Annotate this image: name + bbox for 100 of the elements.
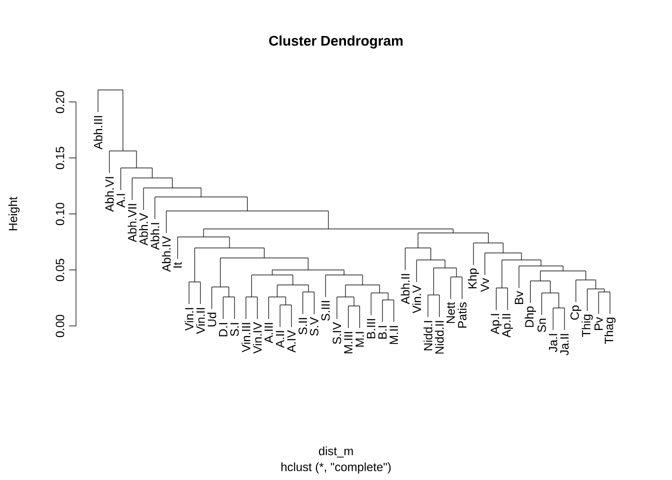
leaf-label: Pv: [594, 317, 603, 330]
branch-line: [521, 252, 522, 260]
branch-line: [222, 296, 224, 320]
branch-line: [507, 288, 508, 310]
leaf-label: S.I: [230, 323, 239, 336]
leaf-label: S.V: [310, 317, 318, 336]
branch-line: [291, 304, 292, 328]
branch-line: [450, 276, 452, 300]
leaf-label: Ja.I: [548, 334, 558, 352]
branch-line: [541, 292, 542, 316]
branch-line: [302, 292, 304, 314]
branch-line: [308, 284, 309, 292]
branch-line: [496, 288, 497, 310]
branch-line: [433, 268, 434, 296]
branch-line: [122, 90, 124, 152]
branch-line: [200, 188, 202, 198]
branch-line: [456, 268, 457, 278]
branch-line: [251, 274, 252, 298]
branch-line: [152, 168, 153, 178]
branch-line: [530, 280, 531, 304]
branch-line: [257, 296, 258, 320]
branch-line: [452, 228, 454, 234]
leaf-label: Ap.I: [490, 314, 502, 334]
leaf-label: Bv: [514, 291, 524, 304]
branch-line: [264, 248, 265, 258]
leaf-label: A.IV: [287, 330, 296, 353]
leaf-label: Nidd.II: [434, 321, 444, 354]
leaf-label: Abh.II: [400, 274, 410, 304]
branch-line: [203, 228, 204, 238]
branch-line: [382, 300, 383, 322]
branch-line: [292, 274, 294, 286]
tick-label: 0.05: [56, 258, 64, 282]
leaf-label: Khp: [468, 268, 480, 288]
leaf-label: M.II: [390, 326, 398, 344]
branch-line: [228, 286, 230, 298]
branch-line: [564, 308, 565, 330]
branch-line: [370, 292, 372, 316]
chart-title: Cluster Dendrogram: [269, 35, 403, 49]
leaf-label: M.III: [344, 332, 352, 354]
branch-line: [276, 284, 278, 298]
branch-line: [598, 292, 599, 314]
leaf-label: Ja.II: [560, 334, 569, 356]
branch-line: [188, 282, 190, 304]
leaf-label: Abh.I: [150, 223, 160, 250]
branch-line: [177, 236, 178, 260]
branch-line: [336, 296, 338, 320]
leaf-label: A.III: [264, 323, 273, 344]
branch-line: [325, 274, 326, 298]
leaf-label: Vin.III: [242, 323, 250, 352]
branch-line: [154, 196, 156, 220]
leaf-label: Vv: [480, 278, 489, 292]
branch-line: [379, 284, 380, 294]
leaf-label: Thag: [604, 318, 616, 344]
tick-label: 0.10: [56, 202, 64, 226]
branch-line: [540, 270, 541, 282]
branch-line: [444, 260, 446, 268]
leaf-label: Vin.I: [184, 308, 194, 331]
branch-line: [120, 168, 122, 190]
branch-line: [220, 258, 221, 288]
branch-line: [166, 210, 167, 234]
branch-line: [194, 248, 196, 282]
leaf-label: Cp: [570, 306, 582, 320]
branch-line: [109, 150, 110, 174]
branch-line: [136, 150, 137, 168]
leaf-label: S.II: [298, 318, 308, 334]
branch-line: [473, 242, 474, 266]
leaf-label: B.III: [366, 319, 376, 338]
branch-line: [430, 248, 432, 260]
leaf-label: Ap.II: [502, 314, 513, 338]
leaf-label: Abh.V: [139, 213, 148, 246]
axis-label: hclust (*, "complete"): [281, 462, 391, 474]
leaf-label: Sn: [538, 318, 546, 332]
branch-line: [484, 252, 486, 276]
leaf-label: A.II: [276, 331, 284, 348]
branch-line: [348, 306, 349, 328]
leaf-label: Ud: [207, 312, 216, 326]
leaf-label: S.III: [321, 301, 330, 321]
branch-line: [416, 260, 417, 282]
leaf-label: S.IV: [332, 322, 342, 344]
branch-line: [439, 294, 440, 318]
branch-line: [586, 288, 588, 312]
tick-label: 0.15: [56, 146, 64, 170]
leaf-label: Nidd.I: [424, 321, 432, 350]
leaf-label: M.I: [356, 332, 364, 347]
branch-line: [595, 280, 596, 290]
leaf-label: Abh.III: [94, 116, 102, 150]
leaf-label: Vin.V: [412, 285, 421, 314]
branch-line: [552, 308, 554, 330]
branch-line: [362, 274, 363, 286]
leaf-label: Vin.II: [196, 308, 205, 334]
branch-line: [345, 284, 346, 298]
branch-line: [328, 210, 329, 230]
branch-line: [268, 296, 269, 320]
leaf-label: It: [174, 262, 182, 268]
branch-line: [200, 282, 201, 304]
branch-line: [172, 178, 173, 188]
branch-line: [143, 188, 144, 210]
branch-line: [550, 280, 551, 294]
leaf-label: Vin.IV: [252, 322, 262, 354]
branch-line: [234, 296, 235, 320]
